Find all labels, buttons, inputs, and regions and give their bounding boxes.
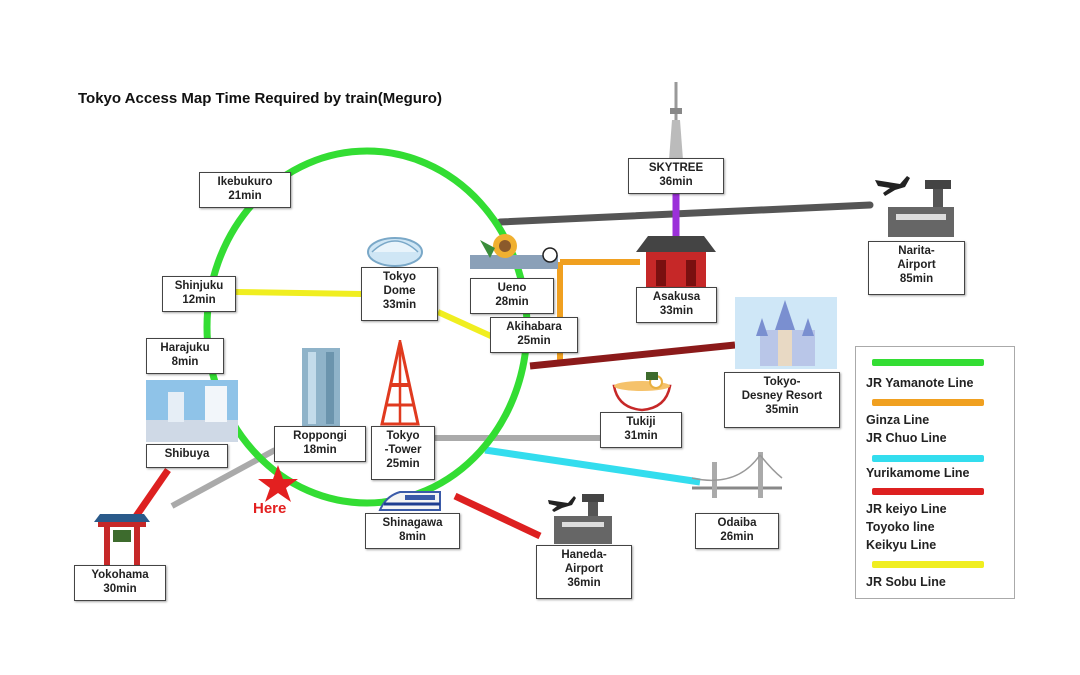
tokyo-dome-icon: [367, 237, 423, 267]
station-akihabara[interactable]: Akihabara 25min: [490, 317, 578, 353]
star-icon: [258, 465, 298, 502]
keiyo-line-desney: [529, 341, 736, 370]
station-narita-airport[interactable]: Narita- Airport 85min: [868, 241, 965, 295]
legend-swatch-red-lines: [872, 488, 984, 495]
station-tokyo-dome[interactable]: Tokyo Dome 33min: [361, 267, 438, 321]
station-ueno[interactable]: Ueno 28min: [470, 278, 554, 314]
ueno-zoo-icon: [470, 234, 558, 269]
keikyu-line-haneda: [453, 492, 542, 540]
sobu-line-shinjuku: [235, 289, 363, 297]
legend-yamanote: JR Yamanote Line: [866, 376, 974, 390]
station-shibuya[interactable]: Shibuya: [146, 444, 228, 468]
station-haneda-airport[interactable]: Haneda- Airport 36min: [536, 545, 632, 599]
legend-yurikamome: Yurikamome Line: [866, 466, 970, 480]
station-roppongi[interactable]: Roppongi 18min: [274, 426, 366, 462]
legend-red-lines: JR keiyo Line Toyoko line Keikyu Line: [866, 502, 947, 552]
legend-sobu: JR Sobu Line: [866, 575, 946, 589]
station-yokohama[interactable]: Yokohama 30min: [74, 565, 166, 601]
shibuya-crossing-icon: [146, 380, 238, 442]
rainbow-bridge-icon: [691, 452, 783, 498]
station-tokyo-desney-resort[interactable]: Tokyo- Desney Resort 35min: [724, 372, 840, 428]
yurikamome-line: [484, 446, 701, 486]
legend-swatch-yurikamome: [872, 455, 984, 462]
airport-icon: [548, 494, 612, 544]
page-title: Tokyo Access Map Time Required by train(…: [78, 90, 442, 107]
station-shinagawa[interactable]: Shinagawa 8min: [365, 513, 460, 549]
tokyo-skytree-icon: [669, 82, 683, 160]
airport-icon: [875, 176, 954, 237]
asakusa-temple-icon: [636, 236, 716, 288]
station-harajuku[interactable]: Harajuku 8min: [146, 338, 224, 374]
shinkansen-icon: [378, 491, 441, 511]
yokohama-gate-icon: [94, 514, 150, 565]
ramen-icon: [612, 372, 672, 412]
legend-swatch-sobu: [872, 561, 984, 568]
roppongi-hills-icon: [302, 348, 340, 426]
station-tokyo-tower[interactable]: Tokyo -Tower 25min: [371, 426, 435, 480]
station-skytree[interactable]: SKYTREE 36min: [628, 158, 724, 194]
castle-icon: [735, 297, 837, 369]
station-shinjuku[interactable]: Shinjuku 12min: [162, 276, 236, 312]
station-odaiba[interactable]: Odaiba 26min: [695, 513, 779, 549]
legend: JR Yamanote Line Ginza Line JR Chuo Line…: [855, 346, 1015, 599]
legend-ginza-chuo: Ginza Line JR Chuo Line: [866, 413, 947, 445]
tokyo-tower-icon: [380, 340, 420, 426]
here-marker-label: Here: [253, 500, 287, 517]
sobu-line-akihabara: [436, 309, 495, 340]
station-ikebukuro[interactable]: Ikebukuro 21min: [199, 172, 291, 208]
station-asakusa[interactable]: Asakusa 33min: [636, 287, 717, 323]
legend-swatch-yamanote: [872, 359, 984, 366]
narita-line: [496, 201, 874, 226]
legend-swatch-ginza-chuo: [872, 399, 984, 406]
station-tukiji[interactable]: Tukiji 31min: [600, 412, 682, 448]
